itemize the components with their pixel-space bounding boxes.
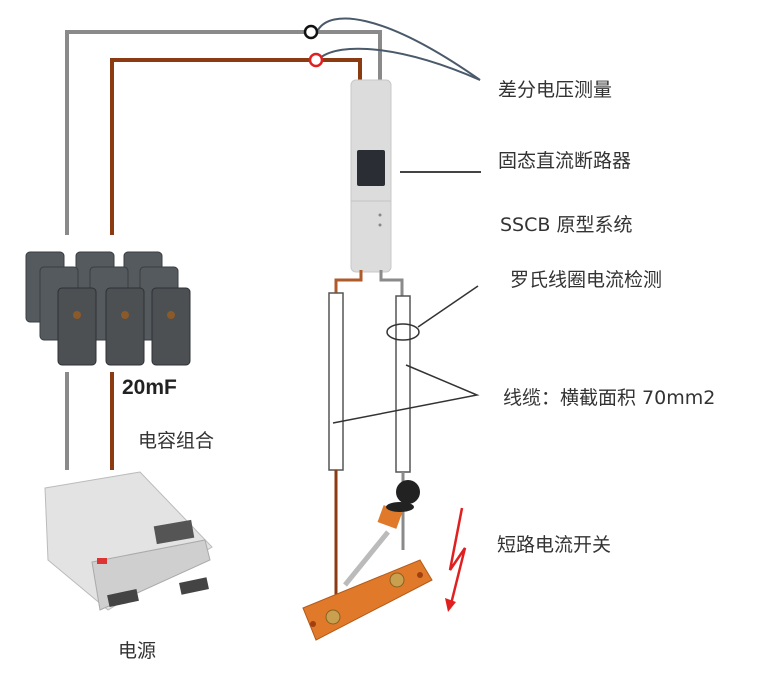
leader-rogowski [417, 285, 479, 328]
sscb-display [357, 150, 385, 186]
lightning-icon [448, 507, 467, 609]
rogowski-coil [386, 323, 420, 341]
label-cable: 线缆：横截面积 70mm2 [503, 387, 716, 409]
lightning-arrowhead [445, 598, 456, 612]
cable-negative [395, 295, 411, 473]
label-short-switch: 短路电流开关 [497, 534, 612, 556]
label-capacitance: 20mF [122, 376, 177, 399]
capacitor-bank [25, 251, 191, 366]
positive-wire [110, 58, 362, 235]
probe-wire-negative [317, 17, 481, 81]
label-sscb: 固态直流断路器 [498, 150, 632, 172]
positive-wire-out [334, 270, 363, 293]
label-capacitor-bank: 电容组合 [138, 430, 215, 452]
short-circuit-switch [302, 480, 433, 641]
cable-positive [328, 292, 344, 471]
negative-wire-out [379, 270, 404, 296]
probe-positive-node [308, 52, 324, 68]
label-power-supply: 电源 [118, 640, 157, 662]
label-prototype: SSCB 原型系统 [500, 214, 633, 236]
probe-negative-node [303, 24, 319, 40]
leader-cable [332, 364, 480, 424]
negative-wire [65, 30, 382, 235]
label-voltage-measure: 差分电压测量 [498, 79, 613, 101]
sscb-device [350, 79, 392, 273]
probe-wire-positive [319, 47, 481, 81]
label-rogowski: 罗氏线圈电流检测 [510, 269, 663, 291]
power-supply [44, 471, 213, 611]
